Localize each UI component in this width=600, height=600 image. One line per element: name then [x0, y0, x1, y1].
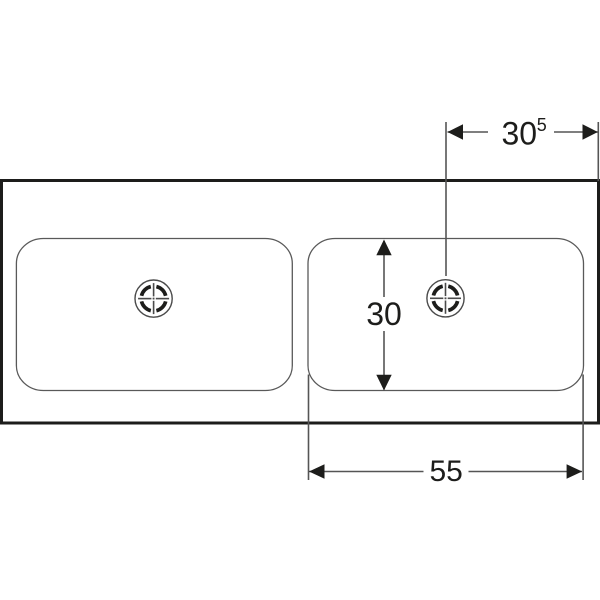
svg-text:30: 30	[366, 296, 402, 332]
svg-text:30: 30	[502, 116, 538, 152]
svg-text:5: 5	[537, 115, 547, 135]
svg-text:55: 55	[430, 455, 463, 488]
